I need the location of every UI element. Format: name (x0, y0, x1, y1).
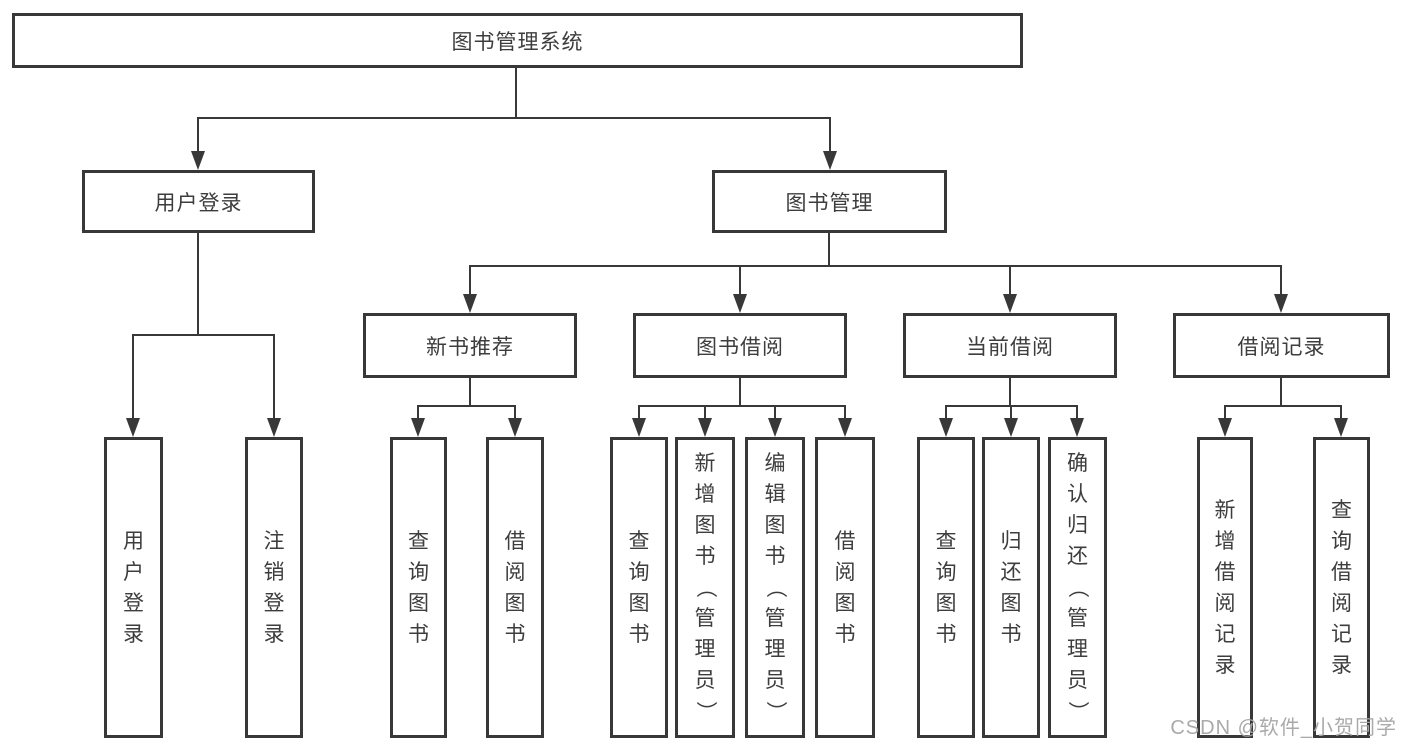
node-logout: 注销登录 (245, 437, 303, 738)
connector-line (739, 378, 741, 406)
connector-line (133, 334, 275, 336)
connector-line (828, 233, 830, 266)
arrow-down-icon (411, 405, 425, 437)
connector-line (1009, 378, 1011, 406)
node-current-borrow: 当前借阅 (903, 313, 1117, 378)
arrow-down-icon (733, 265, 747, 313)
arrow-down-icon (463, 265, 477, 313)
arrow-down-icon (508, 405, 522, 437)
arrow-down-icon (838, 405, 852, 437)
node-cb-return-book: 归还图书 (982, 437, 1040, 738)
node-user-login: 用户登录 (82, 170, 315, 233)
node-root: 图书管理系统 (12, 13, 1023, 68)
connector-line (197, 117, 831, 119)
node-new-book-recommend: 新书推荐 (363, 313, 577, 378)
arrow-down-icon (1004, 405, 1018, 437)
node-nb-borrow-book: 借阅图书 (486, 437, 544, 738)
arrow-down-icon (823, 117, 837, 170)
connector-line (418, 405, 516, 407)
arrow-down-icon (1274, 265, 1288, 313)
arrow-down-icon (267, 334, 281, 437)
node-cb-query-book: 查询图书 (917, 437, 975, 738)
node-cb-confirm-return-admin: 确认归还（管理员） (1048, 437, 1107, 738)
connector-line (1224, 405, 1342, 407)
arrow-down-icon (1003, 265, 1017, 313)
arrow-down-icon (1334, 405, 1348, 437)
node-bb-borrow-book: 借阅图书 (815, 437, 875, 738)
node-bb-query-book: 查询图书 (610, 437, 668, 738)
arrow-down-icon (698, 405, 712, 437)
connector-line (638, 405, 846, 407)
node-nb-query-book: 查询图书 (390, 437, 447, 738)
connector-line (470, 265, 1281, 267)
node-br-query-record: 查询借阅记录 (1313, 437, 1370, 738)
node-book-borrow: 图书借阅 (633, 313, 847, 378)
connector-line (515, 68, 517, 118)
node-bb-add-book-admin: 新增图书（管理员） (675, 437, 735, 738)
arrow-down-icon (632, 405, 646, 437)
node-br-add-record: 新增借阅记录 (1197, 437, 1253, 738)
node-bb-edit-book-admin: 编辑图书（管理员） (745, 437, 805, 738)
connector-line (1280, 378, 1282, 406)
arrow-down-icon (1218, 405, 1232, 437)
connector-line (197, 233, 199, 335)
node-book-management: 图书管理 (712, 170, 947, 233)
node-user-login-leaf: 用户登录 (104, 437, 163, 738)
csdn-watermark: CSDN @软件_小贺同学 (1170, 717, 1397, 739)
node-borrow-record: 借阅记录 (1173, 313, 1390, 378)
arrow-down-icon (1070, 405, 1084, 437)
arrow-down-icon (768, 405, 782, 437)
arrow-down-icon (191, 117, 205, 170)
connector-line (469, 378, 471, 406)
arrow-down-icon (939, 405, 953, 437)
arrow-down-icon (126, 334, 140, 437)
